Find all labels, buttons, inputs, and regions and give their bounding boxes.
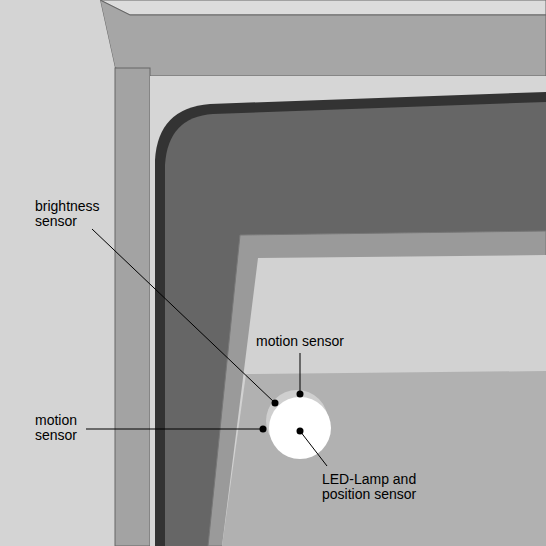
door-panel-lower [222, 371, 546, 546]
leader-dot [297, 428, 304, 435]
back-wall [150, 76, 546, 546]
leader-line [300, 431, 327, 466]
callout-label: LED-Lamp and position sensor [322, 472, 457, 502]
left-wall [0, 0, 115, 546]
frame-inner [165, 102, 546, 546]
callout-label: brightness sensor [35, 199, 115, 229]
device-face [269, 397, 331, 459]
leader-line [92, 229, 275, 403]
door-panel [222, 255, 546, 546]
top-face [100, 0, 546, 15]
door-frame [208, 231, 546, 546]
callout-label: motion sensor [35, 413, 105, 443]
leader-dot [272, 400, 279, 407]
leader-line [86, 429, 263, 430]
leader-line [300, 353, 301, 394]
vertical-post [115, 68, 150, 546]
frame-outer [155, 92, 546, 546]
callout-label: motion sensor [256, 334, 344, 349]
top-beam [100, 0, 546, 76]
leader-dot [297, 391, 304, 398]
leader-dot [260, 426, 267, 433]
